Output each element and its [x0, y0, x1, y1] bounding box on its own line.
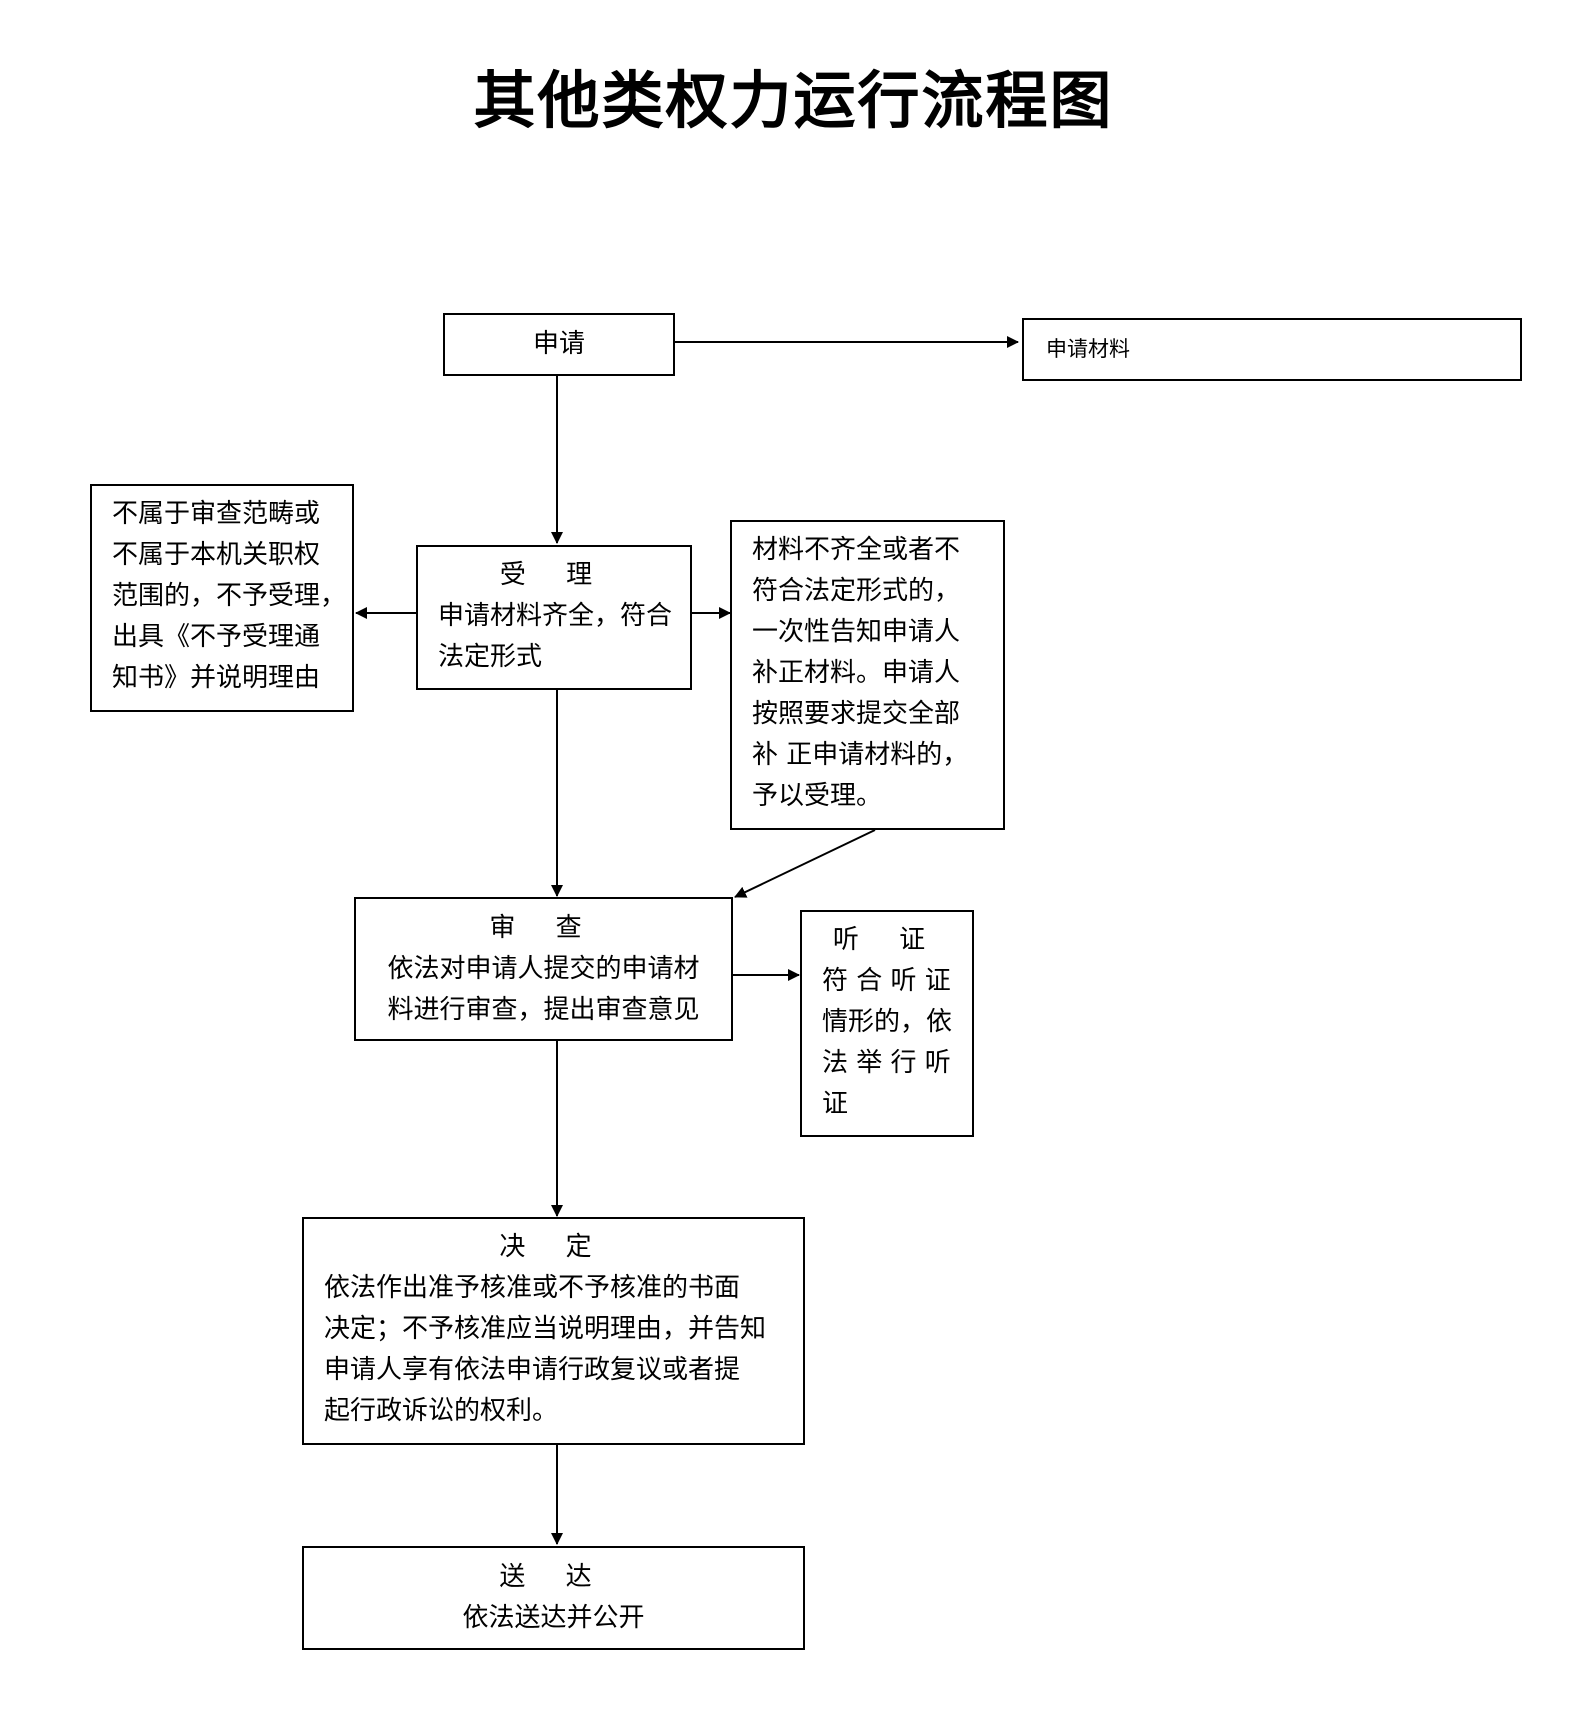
node-supplement: 材料不齐全或者不 符合法定形式的， 一次性告知申请人 补正材料。申请人 按照要求…: [730, 520, 1005, 830]
node-review-text: 依法对申请人提交的申请材 料进行审查，提出审查意见: [387, 954, 700, 1025]
node-deliver: 送 达 依法送达并公开: [302, 1546, 805, 1650]
node-apply-label: 申请: [532, 329, 585, 359]
node-accept-title: 受 理: [499, 560, 609, 590]
node-accept-text: 申请材料齐全，符合 法定形式: [438, 601, 673, 672]
node-hearing-text: 符 合 听 证 情形的，依 法 举 行 听 证: [822, 966, 953, 1119]
node-materials: 申请材料: [1022, 318, 1522, 381]
arrow-supplement-to-review: [734, 829, 876, 898]
page-title: 其他类权力运行流程图: [473, 64, 1114, 137]
node-apply: 申请: [443, 313, 675, 376]
node-decision-title: 决 定: [499, 1232, 608, 1262]
node-review-title: 审 查: [489, 913, 598, 943]
node-materials-label: 申请材料: [1046, 337, 1130, 361]
node-decision-text: 依法作出准予核准或不予核准的书面 决定；不予核准应当说明理由，并告知 申请人享有…: [324, 1273, 767, 1426]
node-reject: 不属于审查范畴或 不属于本机关职权 范围的，不予受理， 出具《不予受理通 知书》…: [90, 484, 354, 712]
node-deliver-title: 送 达: [499, 1562, 608, 1592]
node-hearing: 听 证 符 合 听 证 情形的，依 法 举 行 听 证: [800, 910, 974, 1137]
node-review: 审 查 依法对申请人提交的申请材 料进行审查，提出审查意见: [354, 897, 733, 1041]
node-deliver-text: 依法送达并公开: [462, 1603, 645, 1633]
node-supplement-text: 材料不齐全或者不 符合法定形式的， 一次性告知申请人 补正材料。申请人 按照要求…: [752, 535, 969, 811]
node-hearing-title: 听 证: [832, 925, 942, 955]
node-accept: 受 理 申请材料齐全，符合 法定形式: [416, 545, 692, 690]
node-decision: 决 定 依法作出准予核准或不予核准的书面 决定；不予核准应当说明理由，并告知 申…: [302, 1217, 805, 1445]
node-reject-text: 不属于审查范畴或 不属于本机关职权 范围的，不予受理， 出具《不予受理通 知书》…: [112, 499, 347, 693]
